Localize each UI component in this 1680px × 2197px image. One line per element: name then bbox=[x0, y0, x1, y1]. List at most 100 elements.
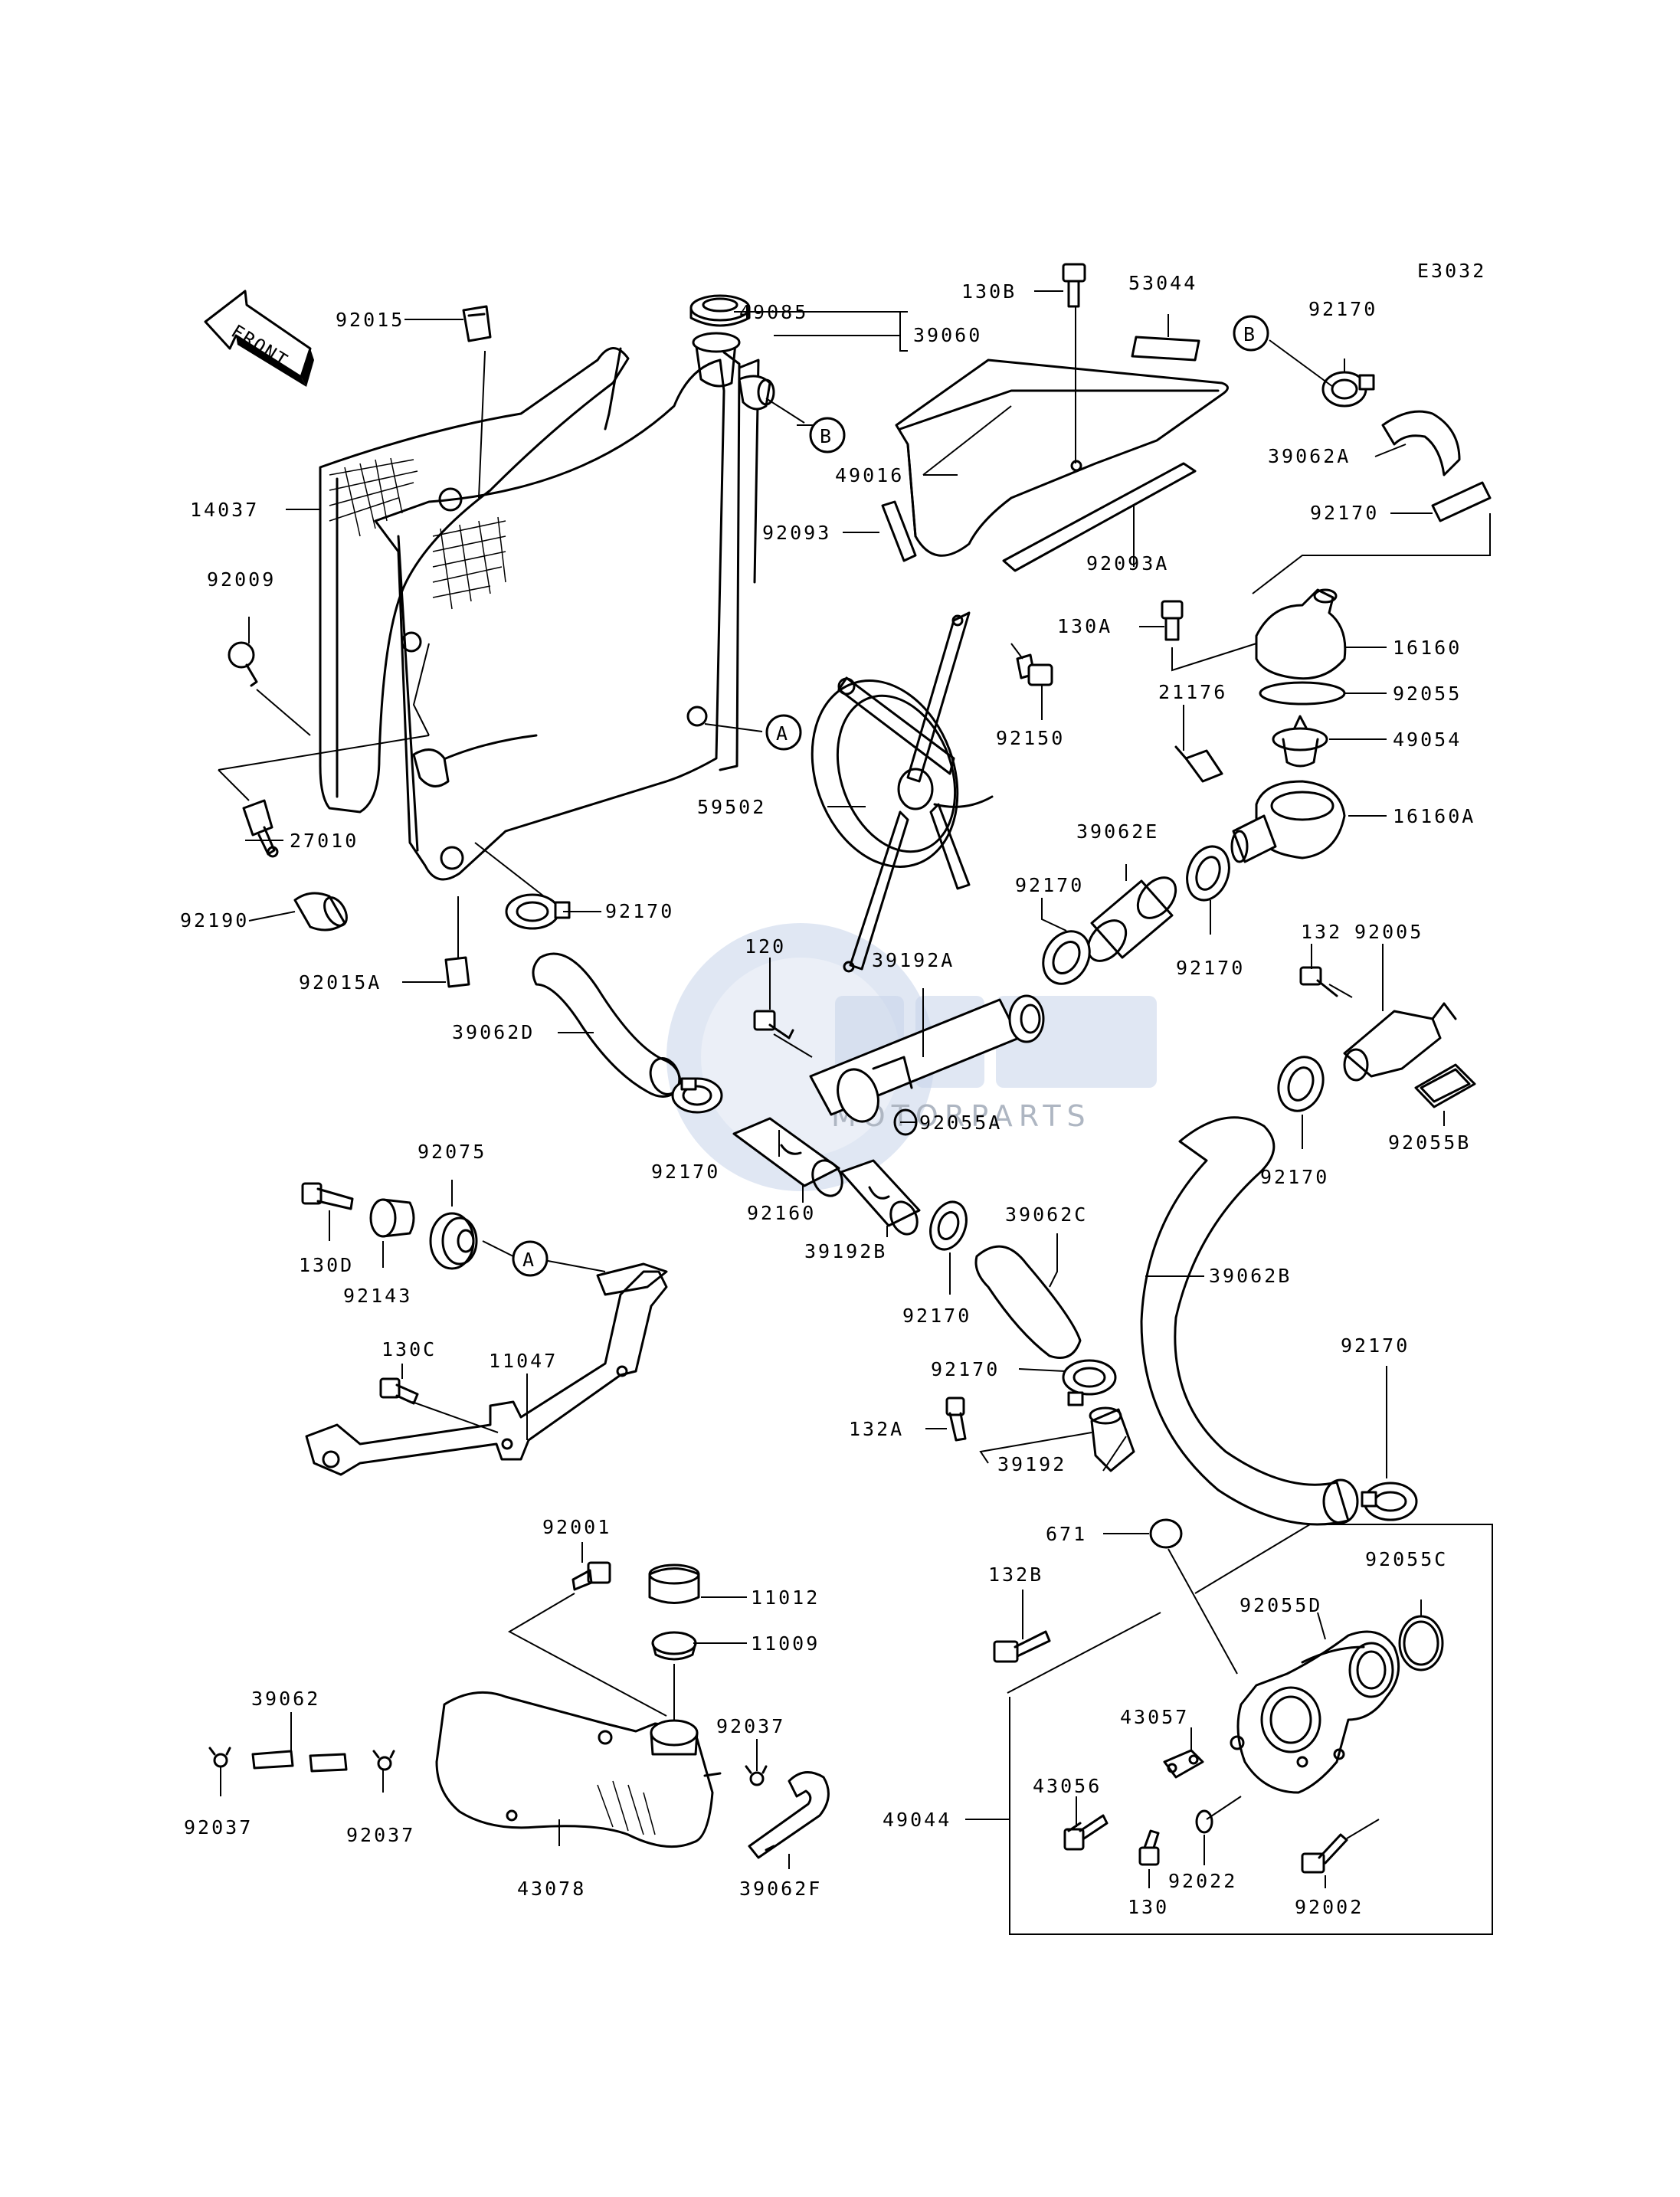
label-92170-g: 92170 bbox=[651, 1161, 720, 1183]
o-ring-92055C bbox=[1398, 1615, 1444, 1671]
clamp-92170-c bbox=[1431, 481, 1492, 522]
hose-39062A bbox=[1381, 410, 1461, 476]
label-16160: 16160 bbox=[1393, 637, 1462, 659]
label-671: 671 bbox=[1046, 1523, 1087, 1545]
label-132: 132 bbox=[1301, 921, 1342, 943]
label-130D: 130D bbox=[299, 1254, 354, 1276]
label-39062A: 39062A bbox=[1268, 445, 1351, 467]
label-92005: 92005 bbox=[1354, 921, 1423, 943]
clip-92015A bbox=[444, 956, 470, 988]
label-39062C: 39062C bbox=[1005, 1203, 1088, 1226]
label-92093A: 92093A bbox=[1086, 552, 1169, 575]
label-49054: 49054 bbox=[1393, 729, 1462, 751]
label-39060: 39060 bbox=[913, 324, 982, 346]
label-92001: 92001 bbox=[542, 1516, 611, 1538]
svg-text:A: A bbox=[776, 722, 790, 745]
label-130: 130 bbox=[1128, 1896, 1169, 1918]
diagram-code: E3032 bbox=[1417, 260, 1486, 282]
tube-39062F bbox=[748, 1771, 830, 1859]
label-92075: 92075 bbox=[418, 1141, 486, 1163]
label-59502: 59502 bbox=[697, 796, 766, 818]
collar-92143 bbox=[369, 1198, 415, 1238]
fitting-92005 bbox=[1343, 1002, 1457, 1082]
thermostat-49054 bbox=[1272, 715, 1328, 768]
label-39062B: 39062B bbox=[1209, 1265, 1292, 1287]
pipe-39192B bbox=[840, 1159, 921, 1236]
hose-92160 bbox=[732, 1117, 843, 1197]
label-21176: 21176 bbox=[1158, 681, 1227, 703]
svg-text:A: A bbox=[522, 1249, 536, 1271]
bolt-130 bbox=[1138, 1829, 1160, 1866]
bolt-130C bbox=[379, 1377, 419, 1405]
bolt-120 bbox=[753, 1010, 794, 1040]
o-ring-92055 bbox=[1259, 681, 1346, 706]
front-arrow-icon: FRONT bbox=[204, 290, 314, 387]
clamp-92170-d bbox=[1042, 930, 1091, 985]
seal-11009 bbox=[651, 1631, 697, 1661]
fan-59502 bbox=[811, 611, 994, 973]
bolt-130B bbox=[1062, 263, 1086, 308]
clamp-92170-g bbox=[671, 1077, 723, 1114]
bolt-130D bbox=[301, 1182, 354, 1210]
o-ring-92055A bbox=[893, 1108, 918, 1136]
label-120: 120 bbox=[745, 935, 786, 958]
label-130A: 130A bbox=[1057, 615, 1112, 637]
label-92170-h: 92170 bbox=[902, 1305, 971, 1327]
label-49044: 49044 bbox=[883, 1809, 951, 1831]
label-39062E: 39062E bbox=[1076, 820, 1159, 843]
label-130C: 130C bbox=[382, 1338, 437, 1360]
svg-text:B: B bbox=[1243, 323, 1257, 345]
label-92170-j: 92170 bbox=[931, 1358, 1000, 1380]
part-labels: 92015 14037 92009 27010 92190 92015A 921… bbox=[180, 272, 1473, 1918]
label-92055B: 92055B bbox=[1388, 1131, 1471, 1154]
label-53044: 53044 bbox=[1128, 272, 1197, 294]
label-92170-b: 92170 bbox=[1308, 298, 1377, 320]
pump-body-92055D bbox=[1230, 1630, 1400, 1794]
callout-a-2: A bbox=[512, 1240, 549, 1277]
bolt-92002 bbox=[1301, 1833, 1348, 1874]
label-92015A: 92015A bbox=[299, 971, 382, 994]
o-ring-671 bbox=[1149, 1518, 1183, 1549]
gasket-92055B bbox=[1414, 1063, 1476, 1108]
bolt-43056 bbox=[1063, 1814, 1109, 1851]
hose-39062E bbox=[1086, 876, 1177, 962]
label-92150: 92150 bbox=[996, 727, 1065, 749]
clamp-92170-e bbox=[1186, 845, 1230, 902]
strip-92093 bbox=[881, 500, 917, 562]
fan-switch-27010 bbox=[242, 799, 279, 858]
bolt-132 bbox=[1299, 966, 1338, 997]
label-39062F: 39062F bbox=[739, 1878, 822, 1900]
hose-92190 bbox=[293, 892, 348, 932]
clip-92015 bbox=[462, 305, 492, 342]
label-92015: 92015 bbox=[336, 309, 404, 331]
tube-39062 bbox=[251, 1750, 348, 1773]
bolt-92150 bbox=[1016, 653, 1053, 686]
thermostat-housing-16160 bbox=[1255, 588, 1347, 680]
washer-92022 bbox=[1195, 1809, 1213, 1834]
label-92170-d: 92170 bbox=[1015, 874, 1084, 896]
label-132B: 132B bbox=[988, 1563, 1043, 1586]
hose-39062D bbox=[532, 952, 682, 1098]
label-39192A: 39192A bbox=[872, 949, 955, 971]
clamp-92170-a bbox=[505, 893, 571, 930]
label-11012: 11012 bbox=[751, 1586, 820, 1609]
label-43078: 43078 bbox=[517, 1878, 586, 1900]
clamp-92170-f bbox=[1277, 1056, 1325, 1112]
label-49085: 49085 bbox=[739, 301, 808, 323]
strip-92093A bbox=[1002, 462, 1197, 572]
radiator-cap bbox=[689, 294, 751, 327]
label-27010: 27010 bbox=[290, 830, 359, 852]
label-92170-a: 92170 bbox=[605, 900, 674, 922]
leader-lines bbox=[218, 290, 1491, 1888]
label-11047: 11047 bbox=[489, 1350, 558, 1372]
bolt-92001 bbox=[571, 1561, 611, 1591]
label-130B: 130B bbox=[961, 280, 1017, 303]
bracket-11047 bbox=[305, 1262, 668, 1476]
bolt-130A bbox=[1161, 600, 1184, 641]
reservoir-43078 bbox=[435, 1691, 722, 1848]
pipe-39192A bbox=[809, 994, 1045, 1123]
label-43057: 43057 bbox=[1120, 1706, 1189, 1728]
label-11009: 11009 bbox=[751, 1632, 820, 1655]
clamp-92170-i bbox=[1361, 1482, 1418, 1521]
label-92037-b: 92037 bbox=[346, 1824, 415, 1846]
